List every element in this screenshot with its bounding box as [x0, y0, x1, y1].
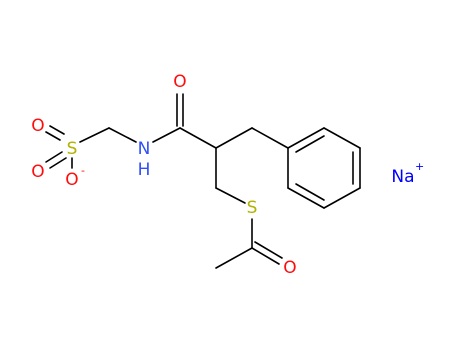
atom-nitrogen: N [138, 139, 151, 159]
atom-o-amide: O [173, 72, 186, 92]
atom-o-sulfonyl-top: O [31, 116, 44, 136]
ring-inner-double-1 [295, 135, 325, 153]
bond-s-o-left-b [49, 157, 67, 169]
bond-thio-co-b [254, 241, 283, 259]
atom-sodium: Na [391, 167, 414, 187]
atom-o-sulfonyl-left: O [31, 162, 44, 182]
ring-bond-4 [323, 187, 361, 209]
atom-hydrogen-on-n: H [138, 160, 151, 180]
bond-benzyl-ring [251, 127, 289, 149]
bond-ch2-n [108, 127, 137, 143]
ring-inner-double-3 [295, 183, 325, 201]
ring-bond-5 [287, 187, 325, 209]
bond-s-o-top-a [49, 125, 65, 135]
sulfonate-group [45, 125, 110, 169]
ring-bond-2 [323, 127, 361, 149]
bond-thio-methyl [215, 247, 253, 269]
atom-o-sulfonate-anion: O [65, 170, 78, 190]
bond-carbonyl-alpha [179, 127, 217, 149]
bond-n-carbonyl-c [152, 127, 181, 143]
bond-s-o-left-a [45, 151, 63, 163]
bond-ch2-s-thio [215, 187, 246, 204]
benzene-ring [287, 127, 361, 209]
bond-thio-co-a [251, 247, 280, 265]
charge-minus: - [81, 164, 85, 177]
bond-s-o-top-b [45, 131, 61, 141]
atom-sulfur-sulfonate: S [67, 139, 78, 159]
bond-alpha-benzyl-ch2 [215, 127, 253, 149]
bond-s-ch2 [79, 127, 110, 143]
atom-o-thioester: O [283, 258, 296, 278]
charge-plus: + [415, 160, 424, 173]
atom-sulfur-thioester: S [247, 198, 258, 218]
ring-bond-1 [287, 127, 325, 149]
